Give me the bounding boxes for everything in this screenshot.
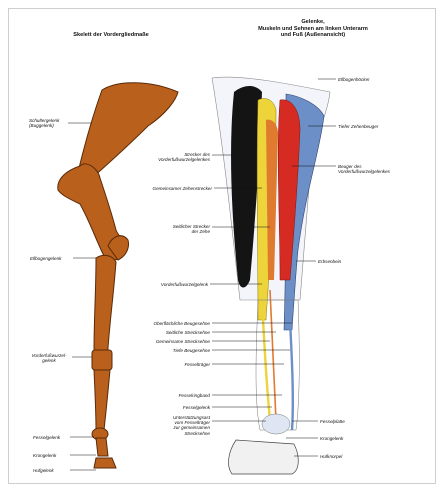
- leader-lines: [0, 0, 444, 492]
- diagram-page: Skelett der Vordergliedmaße Gelenke, Mus…: [0, 0, 444, 492]
